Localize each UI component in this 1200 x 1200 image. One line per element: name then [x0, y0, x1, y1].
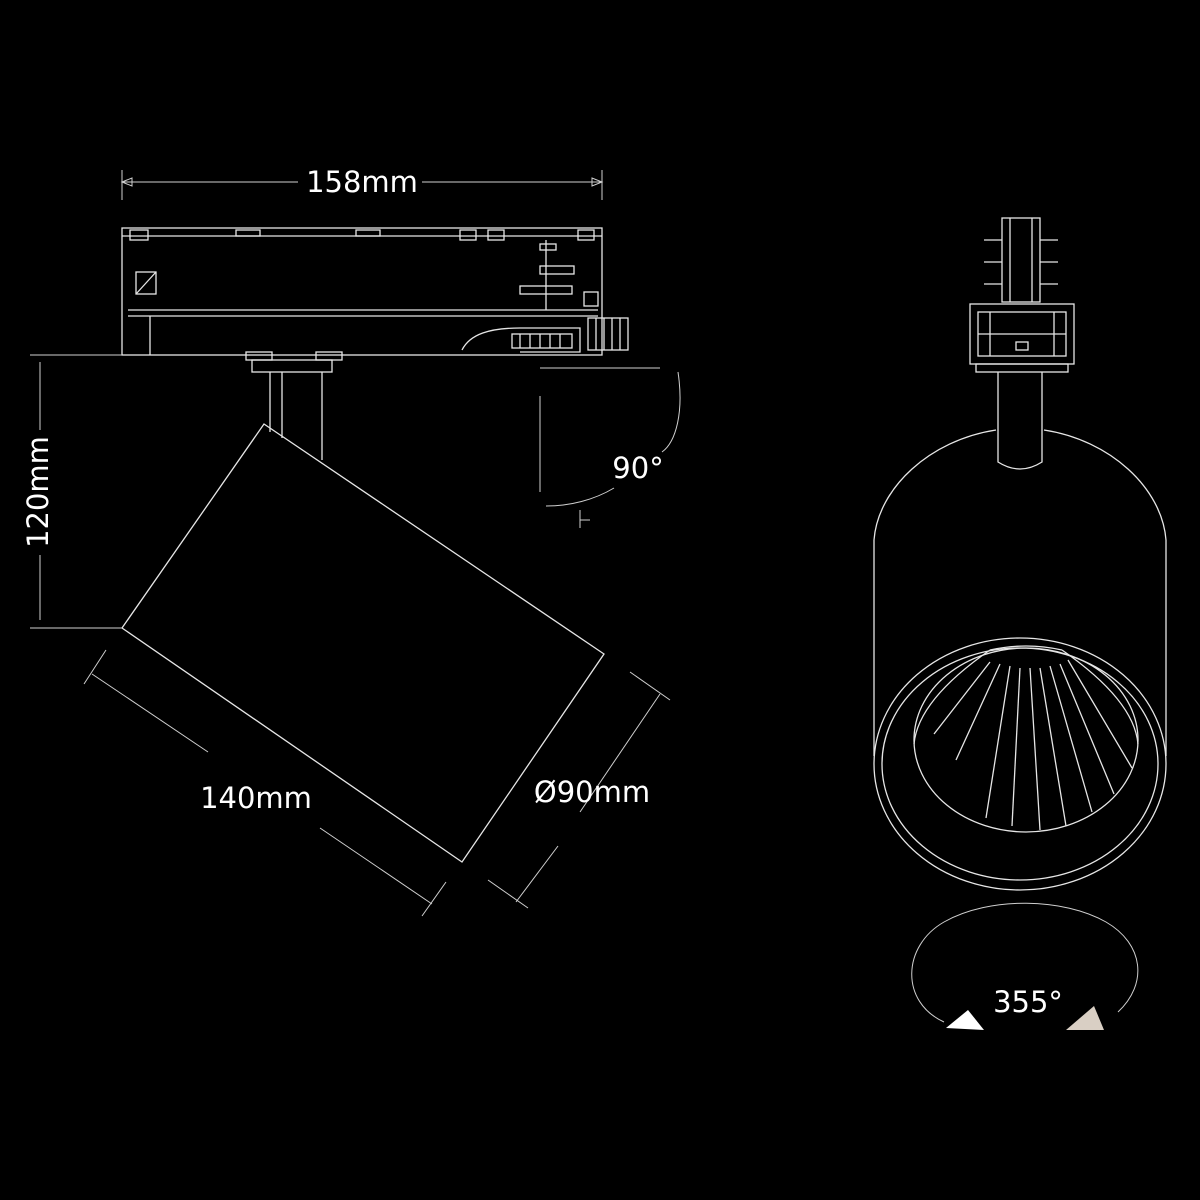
- height-dimension: 120mm: [21, 354, 122, 629]
- track-adapter: [121, 227, 629, 361]
- stem: [251, 359, 333, 460]
- tilt-angle-indicator: 90°: [539, 367, 681, 528]
- width-label: 158mm: [306, 165, 418, 199]
- reflector: [913, 645, 1139, 833]
- height-label: 120mm: [21, 436, 55, 548]
- length-dimension: 140mm: [83, 649, 447, 917]
- diameter-label: Ø90mm: [534, 775, 650, 809]
- rotation-arrow-right-icon: [1066, 1006, 1104, 1030]
- rotation-arrow-left-icon: [946, 1010, 984, 1030]
- diameter-dimension: Ø90mm: [487, 671, 671, 909]
- width-dimension: 158mm: [120, 165, 604, 200]
- front-stem: [975, 363, 1069, 470]
- lamp-body: [121, 423, 605, 863]
- rotation-indicator: 355°: [911, 902, 1139, 1030]
- rotation-angle-label: 355°: [993, 985, 1063, 1019]
- front-view: 355°: [873, 217, 1167, 1030]
- tilt-angle-label: 90°: [612, 451, 663, 485]
- side-view: 158mm: [21, 165, 681, 917]
- length-label: 140mm: [200, 781, 312, 815]
